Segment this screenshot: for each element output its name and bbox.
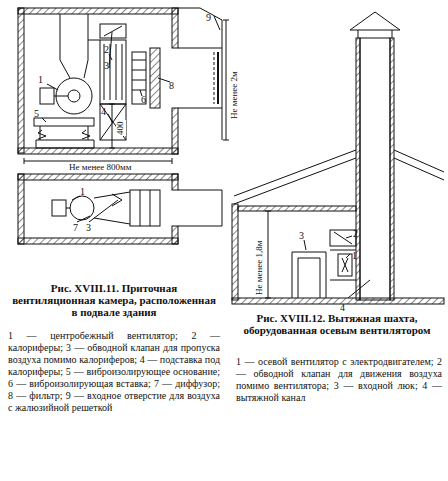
callout-number: 3 xyxy=(104,60,109,71)
dimension-label: 400 xyxy=(116,121,126,137)
callout-number: 1 xyxy=(38,74,43,85)
callout-number: 7 xyxy=(73,222,78,233)
callout-number: 5 xyxy=(34,108,39,119)
dimension-label: Не менее 2м xyxy=(230,70,240,120)
figure-caption: Рис. XVIII.12. Вытяжная шахта, оборудова… xyxy=(232,312,442,336)
callout-number: 9 xyxy=(206,12,211,23)
callout-number: 4 xyxy=(101,106,106,117)
callout-number: 3 xyxy=(86,222,91,233)
callout-number: 2 xyxy=(353,228,358,239)
callout-number: 6 xyxy=(141,94,146,105)
callout-number: 1 xyxy=(80,186,85,197)
callout-number: 1 xyxy=(352,250,357,261)
callout-number: 3 xyxy=(299,230,304,241)
part-list: 1 — центробежный вентилятор; 2 — калориф… xyxy=(8,330,220,414)
dimension-label: Не менее 800мм xyxy=(68,163,132,173)
callout-number: 8 xyxy=(169,80,174,91)
callout-number: 4 xyxy=(340,302,345,313)
part-list: 1 — осевой вентилятор с электродвигателе… xyxy=(236,356,442,404)
figure-caption: Рис. XVIII.11. Приточная вентиляционная … xyxy=(8,282,220,318)
callout-number: 2 xyxy=(104,44,109,55)
dimension-label: Не менее 1,8м xyxy=(255,240,265,296)
